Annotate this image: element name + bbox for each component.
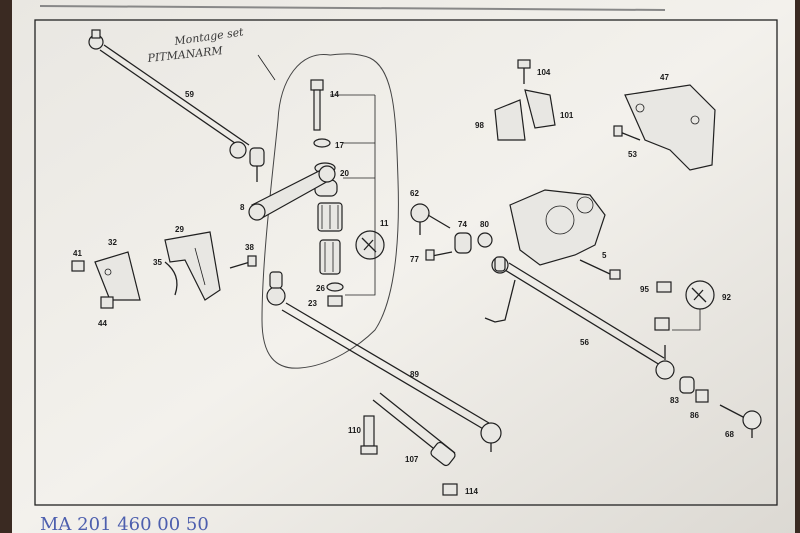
handwritten-part-number: MA 201 460 00 50 [40,514,209,533]
tie-rod-end-62 [410,203,451,235]
clip-35 [164,261,178,296]
nut-114 [442,483,458,496]
label-26: 26 [316,284,325,293]
label-23: 23 [308,299,317,308]
label-89: 89 [410,370,419,379]
label-20: 20 [340,169,349,178]
nut-near-92 [654,317,670,331]
nut-80 [477,232,493,248]
label-110: 110 [348,426,361,435]
label-38: 38 [245,243,254,252]
label-56: 56 [580,338,589,347]
screw-38 [229,255,257,269]
label-104: 104 [537,68,551,77]
handwritten-note-line2: PITMANARM [146,44,224,65]
label-5: 5 [602,251,607,260]
label-62: 62 [410,189,419,198]
wrench-icon-92 [685,280,715,310]
label-74: 74 [458,220,467,229]
wrench-92-leader [672,309,701,331]
pitman-arm-8 [248,165,336,221]
nut-23 [327,295,343,307]
plate-32 [94,251,141,301]
bolt-77 [425,249,453,261]
nut-86 [695,389,709,403]
label-35: 35 [153,258,162,267]
bolt-53 [613,125,641,141]
label-68: 68 [725,430,734,439]
label-44: 44 [98,319,107,328]
note-pointer-line [257,54,276,81]
bracket-101 [524,89,556,129]
tie-rod-59 [88,29,265,182]
tie-rod-end-68 [719,404,762,438]
label-95: 95 [640,285,649,294]
nut-95 [656,281,672,293]
label-41: 41 [73,249,82,258]
mounting-bracket-47 [624,84,716,171]
label-8: 8 [240,203,245,212]
label-59: 59 [185,90,194,99]
bushing-74 [454,232,472,254]
steering-damper-107 [372,392,456,467]
top-paper-edge-line [39,5,666,11]
steering-gearbox [484,189,606,323]
label-92: 92 [722,293,731,302]
label-77: 77 [410,255,419,264]
hand-drawn-circle [261,53,399,369]
drag-link-89 [266,271,502,452]
center-shaft-assembly [317,202,343,275]
washer-17 [313,138,331,148]
label-107: 107 [405,455,419,464]
label-53: 53 [628,150,637,159]
label-101: 101 [560,111,574,120]
bracket-98 [494,99,526,141]
washer-26 [326,282,344,292]
diagram-frame [34,19,778,506]
bracket-line [345,95,376,296]
label-98: 98 [475,121,484,130]
nut-44 [100,296,114,309]
screw-104 [517,59,531,84]
bushing-83 [679,376,695,394]
tie-rod-56 [491,256,675,380]
label-14: 14 [330,90,339,99]
wrench-icon-11 [355,230,385,260]
label-11: 11 [380,219,389,228]
label-86: 86 [690,411,699,420]
label-17: 17 [335,141,344,150]
bolt-14 [310,79,375,131]
bolt-110 [360,415,378,455]
label-29: 29 [175,225,184,234]
label-80: 80 [480,220,489,229]
label-32: 32 [108,238,117,247]
label-47: 47 [660,73,669,82]
label-83: 83 [670,396,679,405]
bolt-5 [579,259,621,280]
label-114: 114 [465,487,478,496]
nut-41 [71,260,85,272]
bracket-29 [164,231,221,301]
